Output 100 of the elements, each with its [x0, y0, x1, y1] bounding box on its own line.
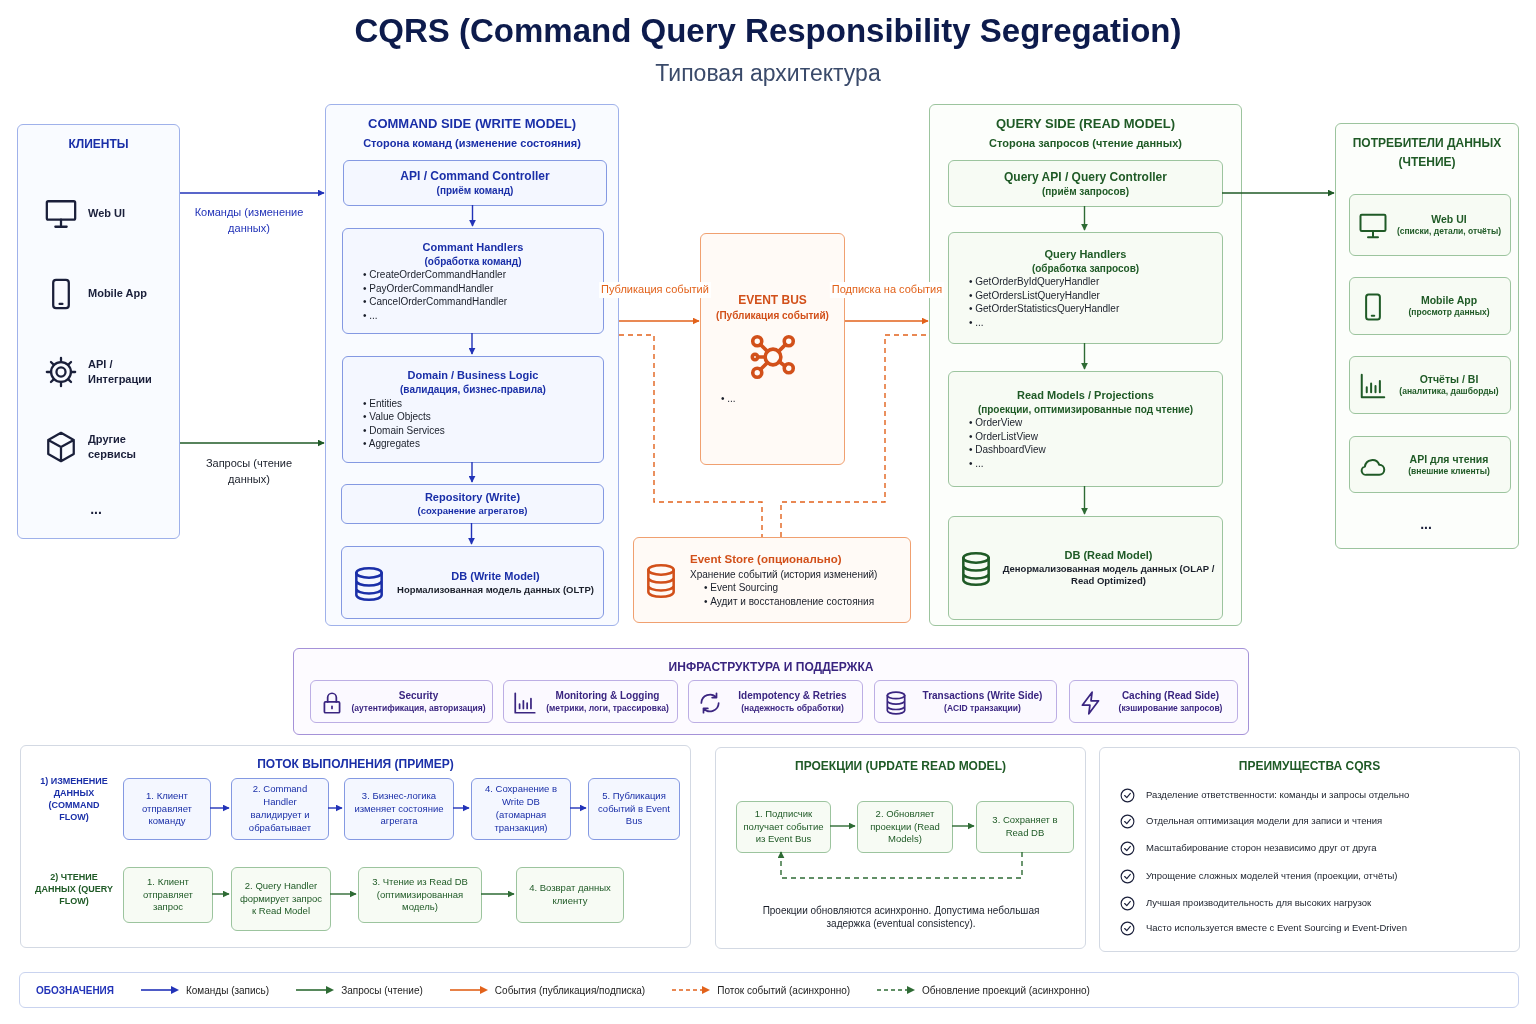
process-box [471, 778, 571, 840]
process-box [1349, 356, 1511, 414]
process-box [948, 516, 1223, 620]
node-text: Проекции обновляются асинхронно. Допустима небольшая задержка (eventual consistency). [761, 903, 1041, 931]
node-text: Другие сервисы [88, 431, 137, 462]
arrow [327, 804, 343, 812]
arrow [844, 317, 929, 325]
arrow [468, 461, 476, 483]
connector-line [618, 334, 763, 538]
node-text: 1) ИЗМЕНЕНИЕ ДАННЫХ (COMMAND FLOW) [39, 774, 109, 824]
arrow [1081, 205, 1088, 231]
list-item: • DashboardView [968, 443, 1047, 457]
node-text: 2. Обновляет проекции (Read Models) [869, 807, 941, 847]
node-text: Упрощение сложных моделей чтения (проекции, отчёты) [1146, 869, 1398, 883]
process-box [976, 801, 1074, 853]
group-title: ПОТРЕБИТЕЛИ ДАННЫХ (ЧТЕНИЕ) [1351, 135, 1503, 172]
process-box [341, 546, 604, 619]
node-title: Monitoring & Logging [555, 689, 660, 703]
node-text: (внешние клиенты) [1408, 465, 1490, 478]
process-box [344, 778, 454, 840]
node-text: (ACID транзакции) [944, 702, 1021, 714]
process-box [948, 232, 1223, 344]
node-title: Event Store (опционально) [690, 552, 842, 567]
process-box [1069, 680, 1238, 723]
legend-text: Обновление проекций (асинхронно) [922, 984, 1090, 996]
group-title: QUERY SIDE (READ MODEL) [995, 115, 1176, 133]
group-panel [715, 747, 1086, 949]
list-item: • ... [968, 315, 985, 330]
node-text: 2) ЧТЕНИЕ ДАННЫХ (QUERY FLOW) [34, 870, 114, 908]
process-box [1349, 194, 1511, 256]
node-title: Web UI [1431, 212, 1467, 227]
list-item: • OrderListView [968, 429, 1039, 444]
arrow [469, 204, 476, 227]
group-title: Сторона команд (изменение состояния) [363, 135, 581, 151]
process-box [231, 778, 329, 840]
node-title: Caching (Read Side) [1121, 689, 1220, 703]
node-text: (валидация, бизнес-правила) [400, 383, 546, 397]
node-text: (сохранение агрегатов) [417, 505, 528, 518]
group-title: Сторона запросов (чтение данных) [989, 135, 1182, 151]
legend-heading: ОБОЗНАЧЕНИЯ [36, 984, 114, 996]
process-box [231, 867, 331, 931]
process-box [874, 680, 1057, 723]
node-text: Часто используется вместе с Event Sourcing и Event-Driven [1146, 921, 1407, 935]
list-item: • Aggregates [362, 437, 421, 451]
node-text: 3. Бизнес-логика изменяет состояние агрегата [353, 789, 445, 829]
list-item: • Аудит и восстановление состояния [703, 594, 876, 608]
process-box [1349, 277, 1511, 335]
list-item: • GetOrderStatisticsQueryHandler [968, 302, 1121, 316]
node-text: Денормализованная модель данных (OLAP / Read Optimized) [1001, 562, 1216, 589]
node-text: (метрики, логи, трассировка) [546, 702, 669, 714]
group-title: КЛИЕНТЫ [68, 136, 129, 153]
group-panel [20, 745, 691, 948]
process-box [341, 484, 604, 524]
node-title: Отчёты / BI [1419, 372, 1479, 387]
process-box [310, 680, 493, 723]
arrow [329, 890, 357, 898]
list-item: • ... [362, 308, 379, 323]
arrow [1081, 342, 1088, 370]
edge-label: Публикация событий [599, 282, 711, 298]
node-title: DB (Write Model) [451, 568, 540, 584]
list-item: • GetOrderByIdQueryHandler [968, 275, 1101, 289]
group-title: ПРОЕКЦИИ (UPDATE READ MODEL) [795, 758, 1006, 775]
list-item: • PayOrderCommandHandler [362, 281, 495, 296]
node-text: (обработка запросов) [1031, 261, 1140, 276]
node-title: Security [398, 689, 439, 703]
list-item: • CreateOrderCommandHandler [362, 268, 507, 282]
arrow [209, 804, 230, 812]
node-title: EVENT BUS [738, 292, 807, 309]
node-title: Transactions (Write Side) [922, 689, 1043, 703]
node-title: Domain / Business Logic [407, 368, 539, 384]
process-box [503, 680, 678, 723]
node-text: Отдельная оптимизация модели для записи и чтения [1146, 814, 1383, 828]
arrow [468, 332, 476, 355]
arrow [569, 804, 587, 812]
arrow [1081, 485, 1088, 515]
node-text: (просмотр данных) [1408, 307, 1490, 319]
process-box [516, 867, 624, 923]
edge-label: Подписка на события [829, 282, 945, 298]
node-text: Хранение событий (история изменений) [690, 567, 878, 581]
arrow [211, 890, 230, 898]
node-title: Mobile App [1420, 293, 1478, 308]
group-title: COMMAND SIDE (WRITE MODEL) [368, 115, 576, 133]
arrow [1221, 189, 1335, 197]
process-box [857, 801, 953, 853]
node-title: API для чтения [1409, 451, 1489, 466]
node-title: API / Command Controller [400, 168, 550, 185]
legend-text: Запросы (чтение) [341, 984, 423, 996]
list-item: • OrderView [968, 416, 1024, 430]
node-text: 2. Query Handler формирует запрос к Read Model [238, 879, 324, 919]
node-text: API / Интеграции [88, 356, 153, 387]
node-text: 4. Возврат данных клиенту [528, 882, 612, 908]
group-panel [17, 124, 180, 539]
node-text: (приём запросов) [1041, 184, 1129, 199]
arrow [829, 822, 856, 830]
node-text: (надежность обработки) [741, 702, 844, 714]
node-text: (аналитика, дашборды) [1399, 386, 1499, 398]
process-box [123, 778, 211, 840]
legend-text: Команды (запись) [186, 984, 270, 996]
arrow [777, 851, 1023, 879]
process-box [358, 867, 482, 923]
